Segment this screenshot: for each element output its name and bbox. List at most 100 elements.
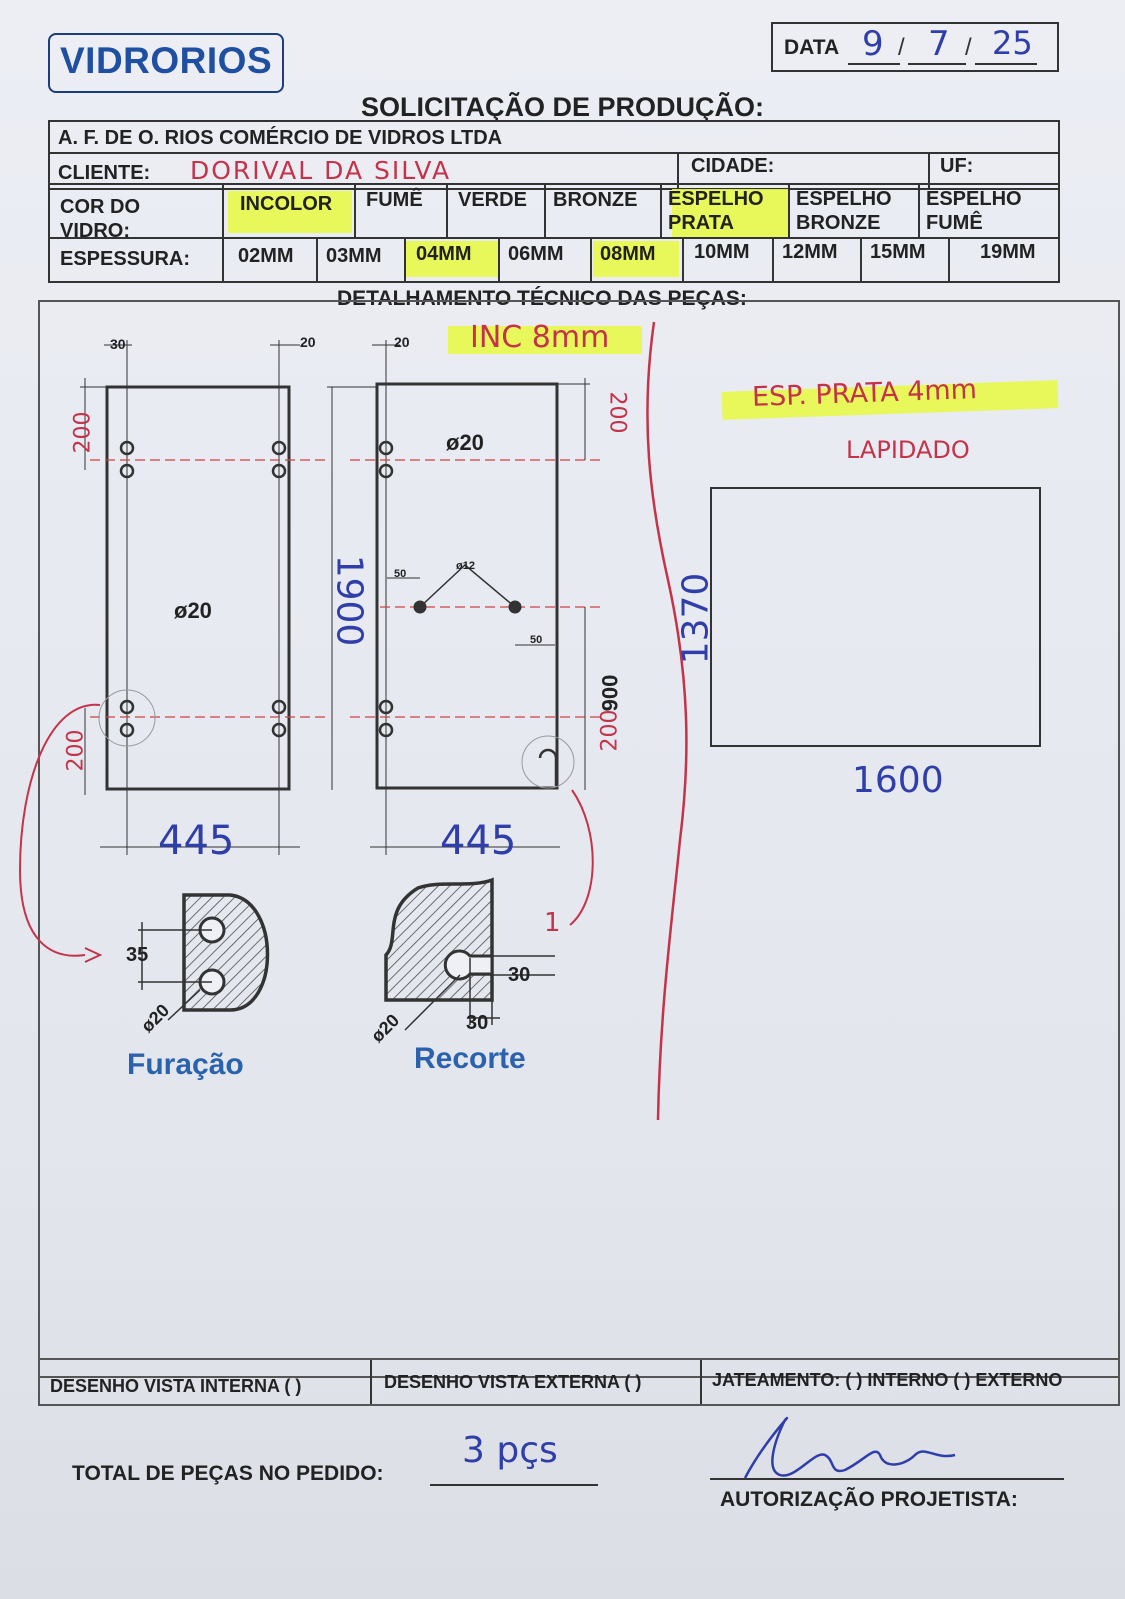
date-day: 9 [862,24,884,64]
details-title: DETALHAMENTO TÉCNICO DAS PEÇAS: [337,287,747,310]
footer-options-table: DESENHO VISTA INTERNA ( ) DESENHO VISTA … [38,1358,1120,1406]
hole [119,440,135,456]
total-value: 3 pçs [462,1430,558,1471]
vista-interna: DESENHO VISTA INTERNA ( ) [50,1376,302,1396]
divider-line [646,321,688,1121]
hole [271,463,287,479]
highlight-incolor [228,191,352,233]
recorte-dim-b: 30 [466,1012,489,1034]
hole [378,699,394,715]
signature-line [710,1478,1064,1480]
total-label: TOTAL DE PEÇAS NO PEDIDO: [72,1462,384,1485]
hole [119,722,135,738]
p3-width: 1600 [852,760,944,801]
autorizacao-label: AUTORIZAÇÃO PROJETISTA: [720,1488,1018,1511]
uf-label: UF: [940,155,974,177]
glass-spec-table: COR DO VIDRO: INCOLOR FUMÊ VERDE BRONZE … [48,183,1060,283]
thickness-19: 19MM [980,241,1036,263]
hole [271,440,287,456]
company-name: A. F. DE O. RIOS COMÉRCIO DE VIDROS LTDA [58,127,503,149]
cliente-value: DORIVAL DA SILVA [190,156,452,185]
hole [119,699,135,715]
color-espelho-prata: ESPELHO PRATA [668,188,764,234]
color-verde: VERDE [458,189,527,211]
total-line [430,1484,598,1486]
furacao-label: Furação [127,1048,244,1081]
thickness-06: 06MM [508,243,564,265]
drawing-area [38,300,1120,1378]
p2-dim-900: 900 [597,674,623,712]
hole [378,440,394,456]
color-label: COR DO VIDRO: [60,196,140,242]
p2-marker: 1 [544,908,561,938]
thickness-08: 08MM [600,243,656,265]
vista-externa: DESENHO VISTA EXTERNA ( ) [384,1372,642,1392]
cliente-label: CLIENTE: [58,162,151,184]
thickness-02: 02MM [238,245,294,267]
hole [271,699,287,715]
highlight-inc [448,326,642,354]
p2-dim-50b: 50 [530,634,543,646]
date-label: DATA [784,36,840,59]
p1-hole: ø20 [174,598,212,623]
color-bronze: BRONZE [553,189,638,211]
p2-width: 445 [440,818,517,864]
date-line-month [908,63,966,65]
thickness-15: 15MM [870,241,926,263]
hole [378,722,394,738]
p2-dim-side-bottom: 200 [597,709,623,752]
p1-dim-top-right: 20 [300,334,316,350]
furacao-dim: 35 [126,944,149,966]
color-espelho-bronze: ESPELHO BRONZE [796,188,892,234]
date-year: 25 [992,24,1033,62]
recorte-label: Recorte [414,1042,526,1075]
hole [378,463,394,479]
p2-height: 1900 [328,554,370,647]
p2-hole-small: ø12 [456,560,475,572]
p1-dim-side-top: 200 [70,411,96,454]
date-line-year [975,63,1037,65]
highlight-04mm [406,241,498,277]
recorte-detail [384,877,555,1031]
highlight-08mm [593,241,679,277]
jateamento: JATEAMENTO: ( ) INTERNO ( ) EXTERNO [712,1370,1063,1390]
note-lapidado: LAPIDADO [846,436,970,464]
p2-hole: ø20 [446,430,484,455]
date-month: 7 [928,24,950,64]
thickness-12: 12MM [782,241,838,263]
color-espelho-fume: ESPELHO FUMÊ [926,188,1022,234]
p1-width: 445 [158,818,235,864]
piece-2-drawing [327,340,600,855]
p2-dim-side-top: 200 [604,391,630,434]
signature [743,1416,956,1479]
date-line-day [848,63,900,65]
logo-frame [48,33,284,93]
client-table: A. F. DE O. RIOS COMÉRCIO DE VIDROS LTDA… [48,120,1060,190]
date-box [771,22,1059,72]
date-sep-2: / [965,34,972,61]
color-incolor: INCOLOR [240,193,333,215]
piece-1-outline [105,385,291,791]
cutout-notch [538,748,558,786]
hole [119,463,135,479]
color-fume: FUMÊ [366,189,423,211]
date-sep-1: / [898,34,905,61]
p1-dim-top-left: 30 [110,336,126,352]
p2-dim-50a: 50 [394,568,407,580]
hole [271,722,287,738]
note-inc: INC 8mm [470,320,610,355]
p2-dim-top: 20 [394,334,410,350]
thickness-04: 04MM [416,243,472,265]
p1-dim-side-bottom: 200 [63,729,89,772]
piece-2-outline [375,382,559,790]
recorte-leader [569,789,594,926]
thickness-10: 10MM [694,241,750,263]
page-title: SOLICITAÇÃO DE PRODUÇÃO: [361,92,764,122]
furacao-detail [138,893,270,1021]
thickness-label: ESPESSURA: [60,248,191,270]
highlight-espelho-prata [672,189,790,239]
logo: VIDRORIOS [60,40,273,81]
p3-height: 1370 [675,572,717,665]
